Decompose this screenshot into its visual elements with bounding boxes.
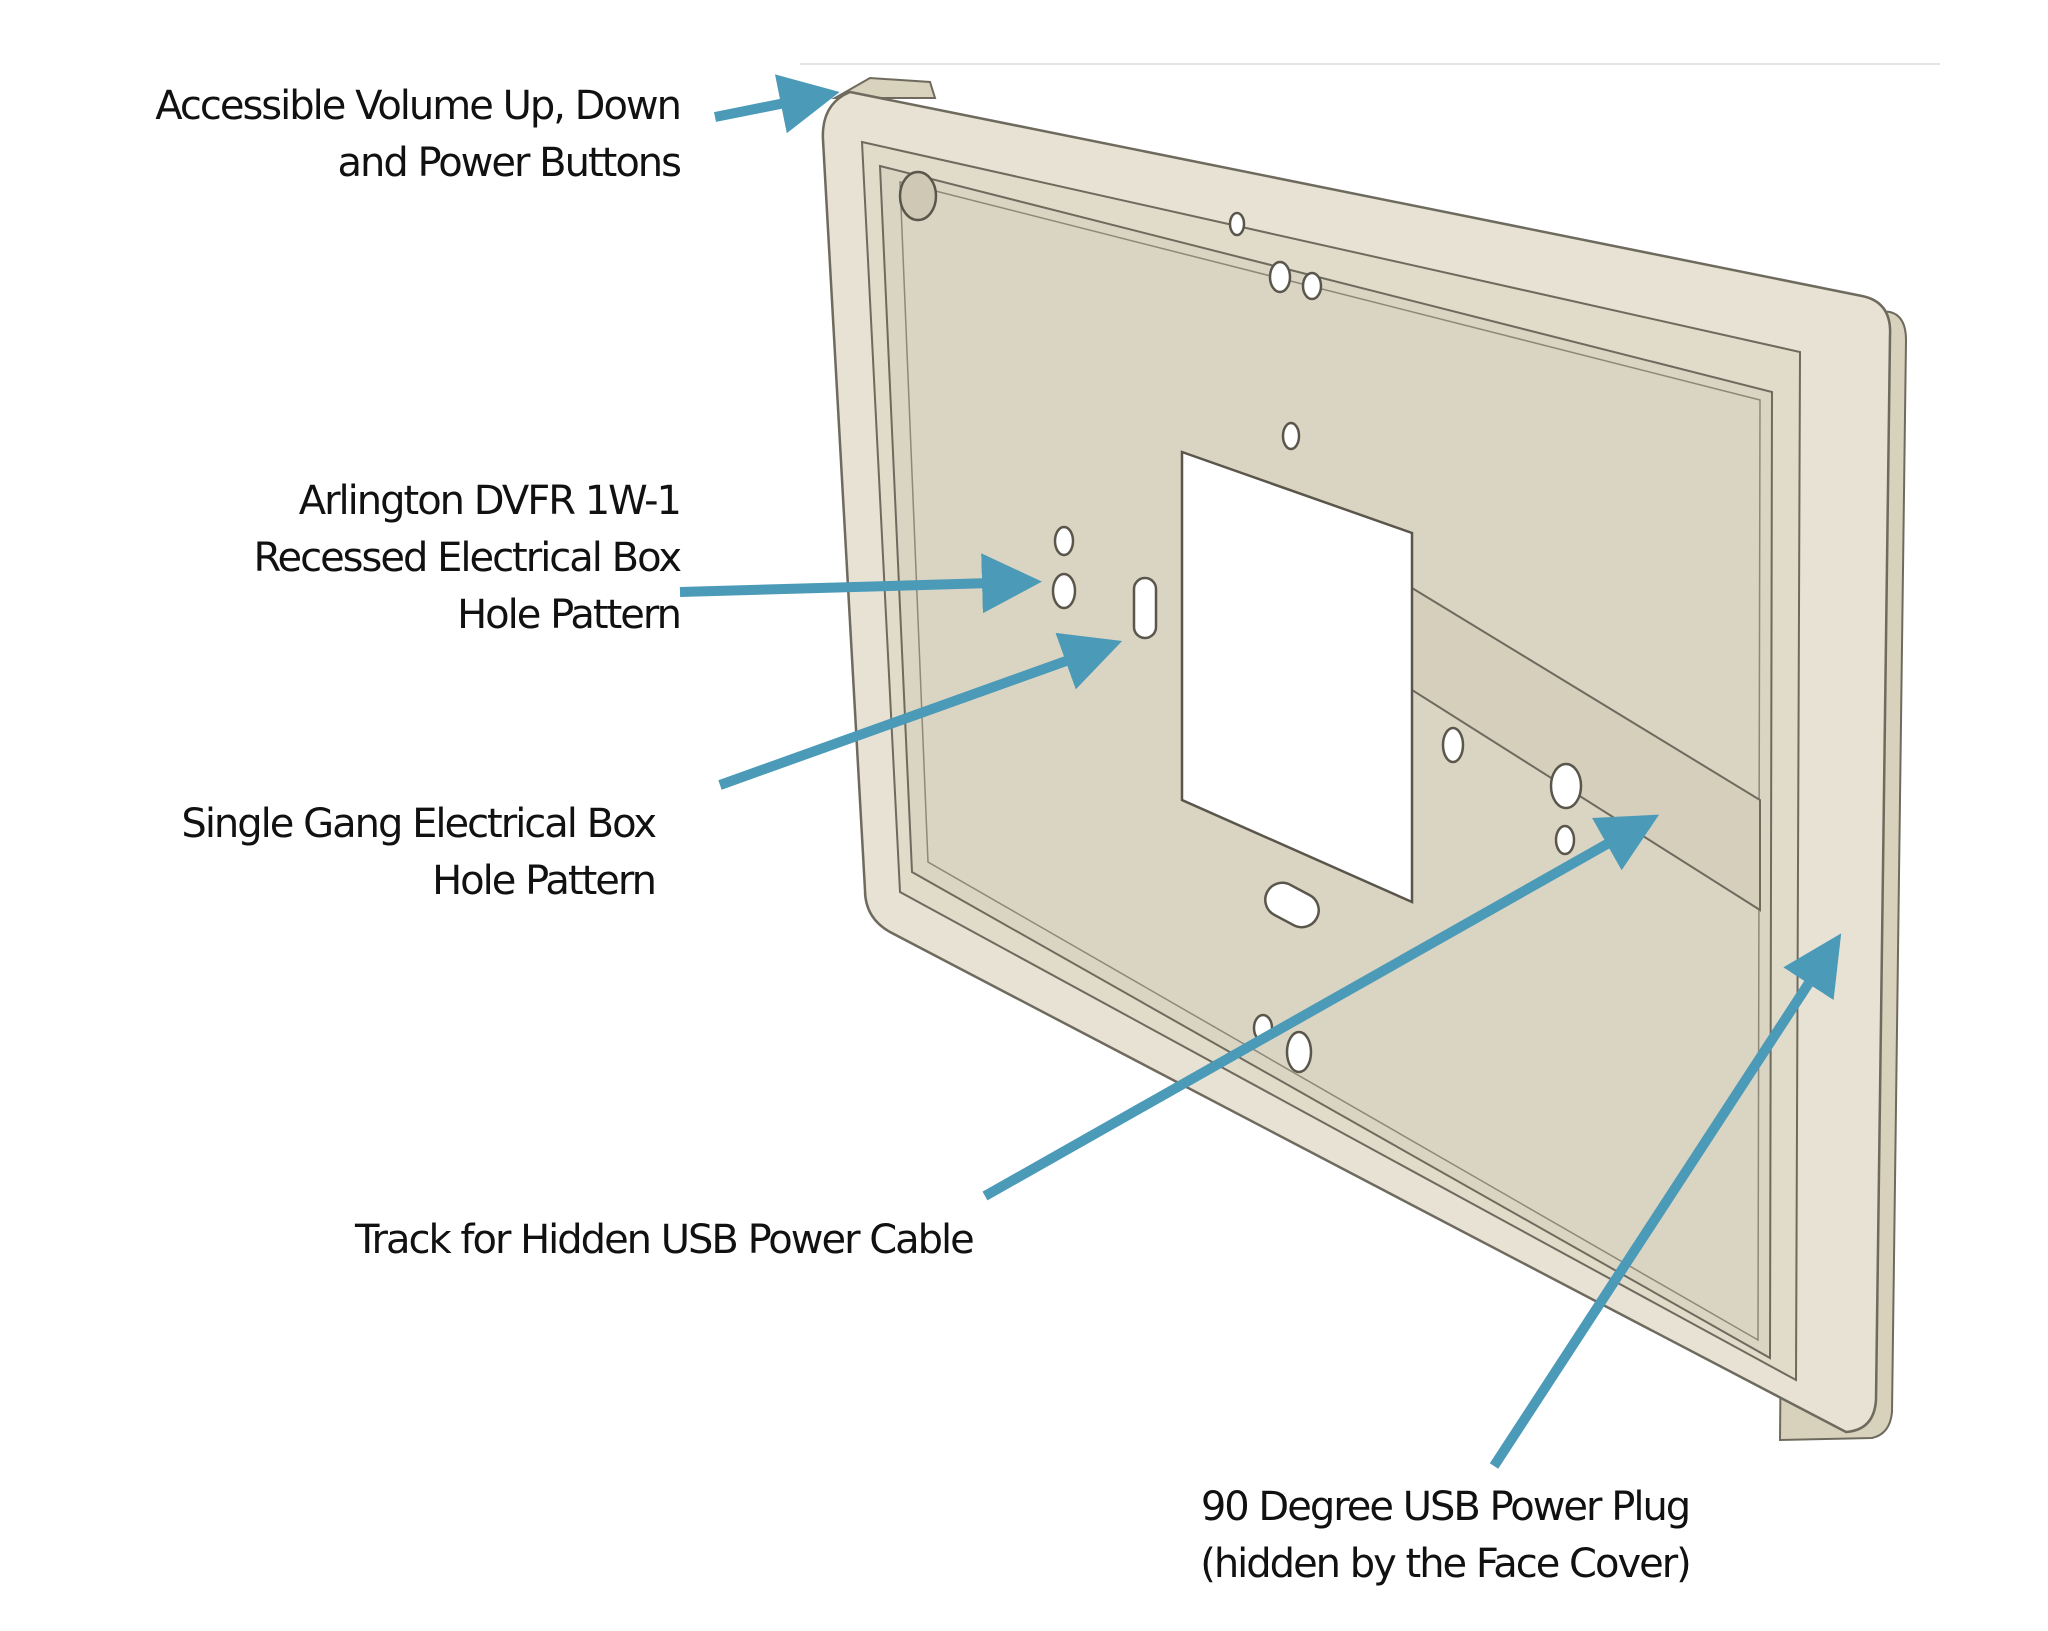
hole-corner bbox=[898, 170, 938, 222]
hole-right-2 bbox=[1549, 762, 1583, 810]
hole-arlington-1 bbox=[1053, 525, 1075, 557]
label-usb-plug: 90 Degree USB Power Plug (hidden by the … bbox=[1170, 1479, 1720, 1593]
label-buttons-line1: Accessible Volume Up, Down bbox=[155, 83, 682, 129]
label-arlington-line3: Hole Pattern bbox=[457, 592, 682, 638]
label-arlington: Arlington DVFR 1W-1 Recessed Electrical … bbox=[150, 473, 682, 644]
label-single-gang: Single Gang Electrical Box Hole Pattern bbox=[150, 796, 657, 910]
label-arlington-line1: Arlington DVFR 1W-1 bbox=[298, 478, 682, 524]
hole-arlington-2 bbox=[1051, 572, 1077, 610]
hole-upper-right bbox=[1301, 271, 1323, 301]
arrow-single-gang bbox=[718, 632, 1123, 790]
label-buttons-line2: and Power Buttons bbox=[337, 140, 682, 186]
hole-upper-left bbox=[1268, 260, 1292, 294]
label-usb-plug-line1: 90 Degree USB Power Plug bbox=[1200, 1484, 1691, 1530]
hole-right-1 bbox=[1441, 726, 1465, 764]
mounting-holes bbox=[898, 170, 1583, 1074]
label-track: Track for Hidden USB Power Cable bbox=[355, 1212, 975, 1269]
slot-vertical bbox=[1132, 576, 1158, 640]
hole-top bbox=[1228, 211, 1246, 237]
label-usb-plug-line2: (hidden by the Face Cover) bbox=[1200, 1541, 1692, 1587]
hole-right-3 bbox=[1554, 824, 1576, 856]
hole-mid-top bbox=[1281, 421, 1301, 451]
slot-horizontal bbox=[1264, 881, 1320, 929]
label-buttons: Accessible Volume Up, Down and Power But… bbox=[120, 78, 682, 192]
arrow-arlington bbox=[679, 553, 1042, 614]
label-arlington-line2: Recessed Electrical Box bbox=[253, 535, 682, 581]
inner-ledge bbox=[899, 181, 1761, 1342]
center-cutout bbox=[1180, 450, 1414, 904]
arrow-buttons bbox=[714, 74, 840, 134]
label-track-line1: Track for Hidden USB Power Cable bbox=[355, 1217, 975, 1263]
arrow-usb-plug bbox=[1489, 933, 1842, 1469]
label-single-gang-line2: Hole Pattern bbox=[432, 858, 657, 904]
hole-bottom-2 bbox=[1285, 1030, 1313, 1074]
callout-arrows bbox=[679, 74, 1842, 1469]
arrow-track bbox=[982, 814, 1660, 1201]
label-single-gang-line1: Single Gang Electrical Box bbox=[181, 801, 657, 847]
